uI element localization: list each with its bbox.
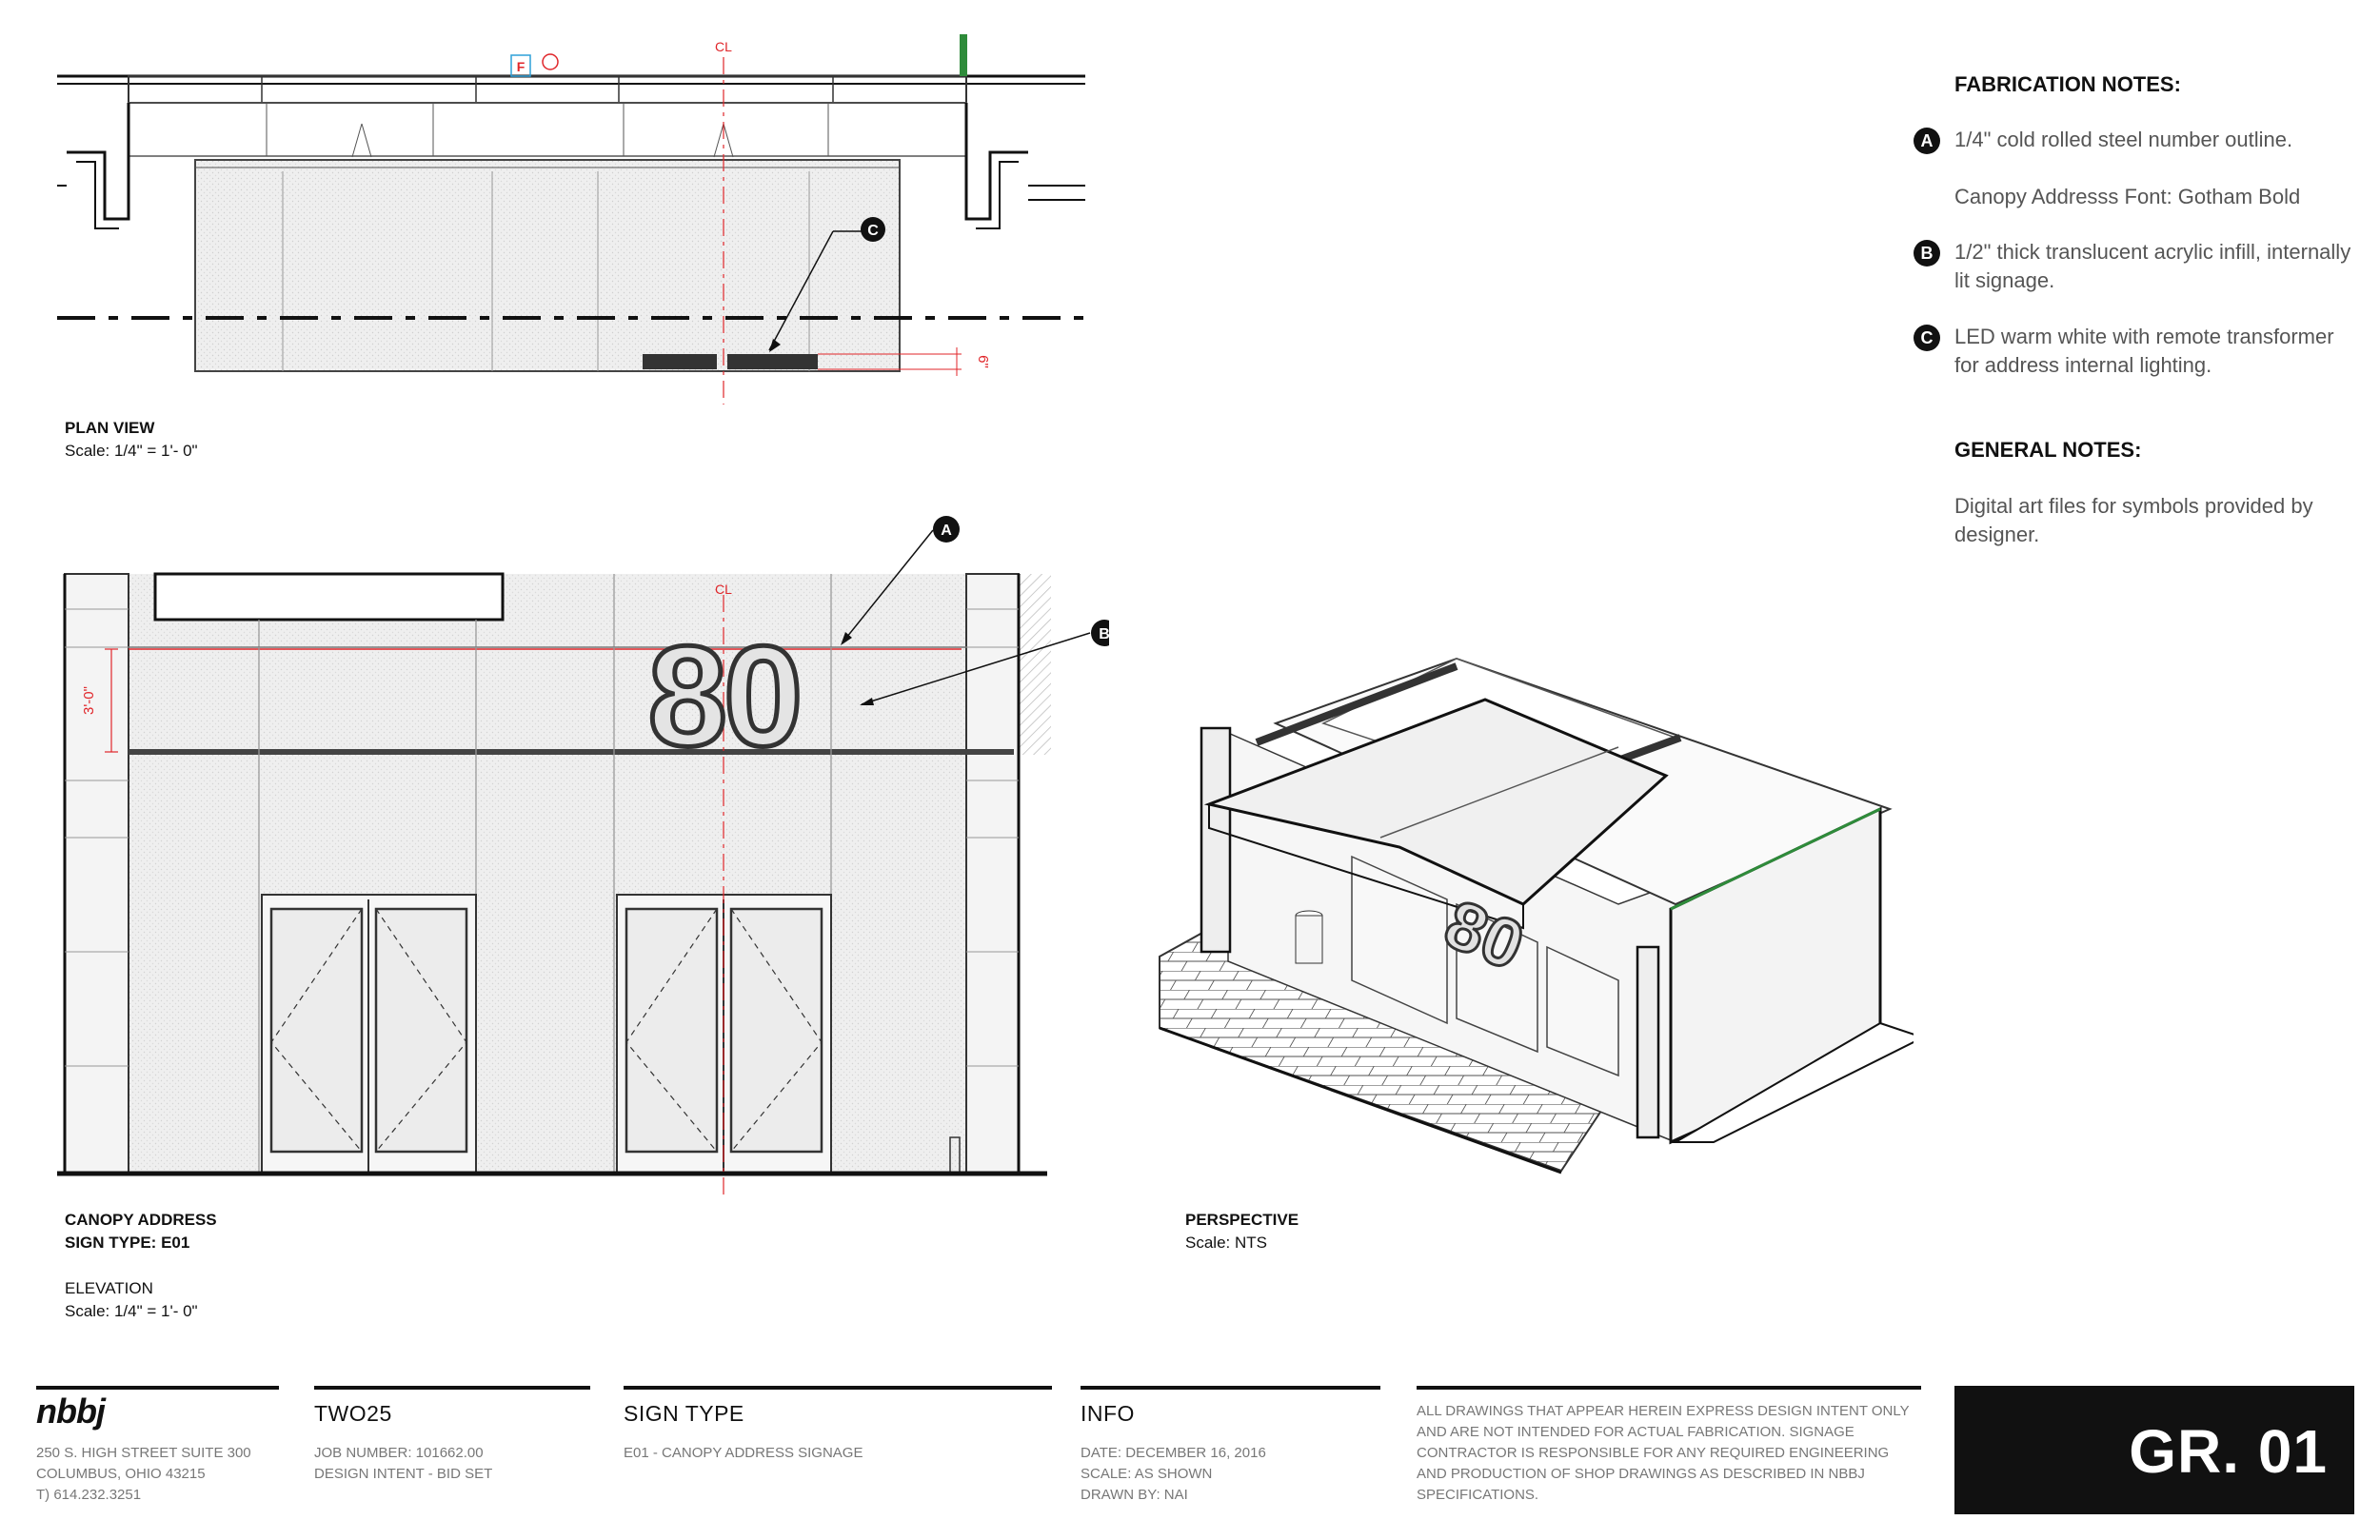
title-block-rule-project: [314, 1386, 590, 1390]
fabrication-note-b: 1/2" thick translucent acrylic infill, i…: [1954, 240, 2351, 292]
project-heading: TWO25: [314, 1401, 392, 1426]
project-phase: DESIGN INTENT - BID SET: [314, 1466, 493, 1482]
sheet-number: GR. 01: [2129, 1417, 2328, 1486]
callout-a-elev: A: [941, 523, 952, 539]
elevation-subtitle: ELEVATION: [65, 1279, 153, 1297]
title-block-rule-disclaimer: [1417, 1386, 1921, 1390]
fabrication-note-a: 1/4" cold rolled steel number outline.: [1954, 128, 2293, 151]
title-block-rule-info: [1081, 1386, 1380, 1390]
plan-view-drawing: CL 6" F C: [57, 34, 1085, 405]
fabrication-note-font: Canopy Addresss Font: Gotham Bold: [1954, 185, 2301, 208]
perspective-scale: Scale: NTS: [1185, 1234, 1267, 1252]
plan-dim-label: 6": [975, 355, 991, 368]
elevation-title-2: SIGN TYPE: E01: [65, 1234, 190, 1252]
title-block-rule-logo: [36, 1386, 279, 1390]
perspective-drawing: 80: [1159, 657, 1914, 1175]
office-address-line2: COLUMBUS, OHIO 43215: [36, 1466, 206, 1482]
perspective-title: PERSPECTIVE: [1185, 1211, 1299, 1229]
info-heading: INFO: [1081, 1401, 1135, 1426]
callout-b-elev: B: [1099, 626, 1109, 642]
fire-tag-label: F: [517, 59, 526, 74]
fabrication-note-c: LED warm white with remote transformer f…: [1954, 325, 2334, 377]
general-notes-title: GENERAL NOTES:: [1954, 438, 2142, 462]
plan-view-title: PLAN VIEW: [65, 419, 155, 437]
elev-dim-label: 3'-0": [81, 686, 97, 715]
note-mark-a: A: [1914, 128, 1940, 154]
title-block-rule-signtype: [624, 1386, 1052, 1390]
elevation-address-number: 80: [648, 616, 800, 776]
plan-cl-label: CL: [715, 39, 732, 54]
info-scale: SCALE: AS SHOWN: [1081, 1466, 1213, 1482]
elevation-title-1: CANOPY ADDRESS: [65, 1211, 217, 1229]
sign-type-value: E01 - CANOPY ADDRESS SIGNAGE: [624, 1445, 863, 1461]
info-drawn-by: DRAWN BY: NAI: [1081, 1487, 1188, 1503]
fabrication-notes-title: FABRICATION NOTES:: [1954, 72, 2181, 96]
elevation-drawing: CL 3'-0" 80 A B: [57, 516, 1109, 1197]
disclaimer-text: ALL DRAWINGS THAT APPEAR HEREIN EXPRESS …: [1417, 1403, 1910, 1503]
sign-type-heading: SIGN TYPE: [624, 1401, 744, 1426]
elev-cl-label: CL: [715, 582, 732, 597]
general-note-text: Digital art files for symbols provided b…: [1954, 494, 2313, 546]
nbbj-logo: nbbj: [36, 1392, 106, 1431]
job-number: JOB NUMBER: 101662.00: [314, 1445, 484, 1461]
plan-view-scale: Scale: 1/4" = 1'- 0": [65, 442, 198, 460]
callout-c-plan: C: [867, 223, 879, 239]
office-phone: T) 614.232.3251: [36, 1487, 142, 1503]
office-address-line1: 250 S. HIGH STREET SUITE 300: [36, 1445, 251, 1461]
elevation-scale: Scale: 1/4" = 1'- 0": [65, 1302, 198, 1320]
info-date: DATE: DECEMBER 16, 2016: [1081, 1445, 1266, 1461]
note-mark-b: B: [1914, 240, 1940, 267]
note-mark-c: C: [1914, 325, 1940, 351]
sheet-number-box: GR. 01: [1954, 1386, 2354, 1514]
